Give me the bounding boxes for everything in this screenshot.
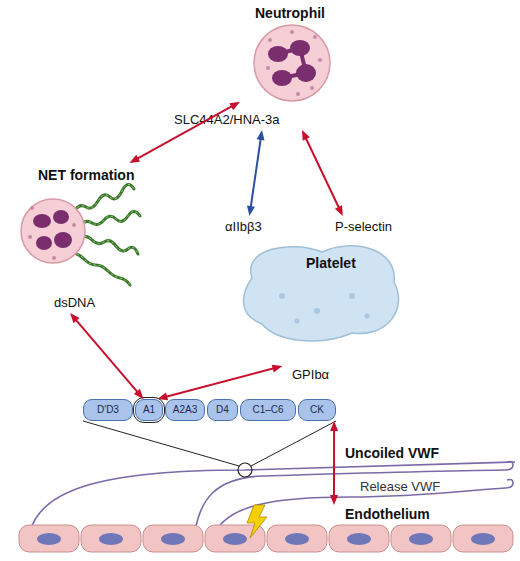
endothelial-cell	[391, 525, 451, 552]
arrow-head	[229, 102, 240, 110]
cell-nucleus	[99, 533, 123, 545]
molecule-label: dsDNA	[54, 296, 95, 310]
nucleus	[268, 40, 316, 86]
domain-label: C1–C6	[241, 400, 295, 420]
zoom-circle	[238, 463, 252, 477]
arrow-head	[134, 389, 144, 399]
nucleus	[33, 210, 72, 250]
arrow-shaft	[305, 137, 339, 209]
domain-label: CK	[299, 400, 335, 420]
domain-box: D4	[207, 399, 238, 421]
domain-box: D′D3	[83, 399, 133, 421]
arrow-shaft	[136, 106, 233, 159]
cell-node: αIIbβ3P-selectinPlateletGPIbα	[222, 216, 405, 366]
cell-nucleus	[223, 533, 247, 545]
platelet-body	[243, 246, 398, 341]
cell-nucleus	[409, 533, 433, 545]
annotation-heading: Uncoiled VWF	[345, 446, 439, 461]
arrow-shaft	[333, 429, 335, 497]
interaction-arrow	[70, 313, 143, 399]
cell-heading: Platelet	[306, 256, 356, 271]
receptor-label: P-selectin	[335, 220, 392, 234]
platelet-granules	[279, 293, 370, 324]
arrow-head	[335, 205, 343, 216]
net-cell	[8, 163, 140, 313]
domain-label: A2A3	[166, 400, 204, 420]
endothelial-cell	[329, 525, 389, 552]
granules	[266, 30, 322, 96]
arrow-head	[302, 130, 310, 141]
arrow-shaft	[75, 319, 138, 393]
cell-heading: Neutrophil	[240, 6, 340, 21]
domain-label: D′D3	[84, 400, 132, 420]
cell-body	[21, 199, 85, 263]
arrow-head	[70, 313, 80, 323]
zoom-line	[83, 421, 239, 466]
layer-heading: Endothelium	[345, 507, 430, 522]
domain-box: A2A3	[165, 399, 205, 421]
arrow-head	[330, 495, 338, 505]
process-heading: NET formation	[38, 168, 134, 183]
granules	[28, 206, 76, 260]
interaction-arrow	[302, 130, 343, 216]
arrow-head	[157, 393, 168, 401]
domain-label: A1	[136, 400, 162, 420]
cell-nucleus	[471, 533, 495, 545]
cell-nucleus	[161, 533, 185, 545]
endothelial-cell	[143, 525, 203, 552]
endothelial-cell	[81, 525, 141, 552]
annotation-label: Release VWF	[360, 480, 440, 494]
vwf-strand	[30, 462, 515, 532]
endothelium-layer	[18, 505, 515, 555]
arrow-shaft	[251, 138, 261, 208]
cell-node: NeutrophilSLC44A2/HNA-3a	[240, 2, 340, 130]
arrow-head	[257, 130, 265, 140]
receptor-label: SLC44A2/HNA-3a	[174, 113, 280, 127]
interaction-arrow	[129, 102, 240, 163]
cell-body	[254, 25, 330, 101]
receptor-label: αIIbβ3	[225, 220, 262, 234]
arrow-head	[272, 365, 283, 373]
cell-nucleus	[347, 533, 371, 545]
vwf-strand	[195, 461, 513, 532]
interaction-arrow	[247, 130, 265, 216]
injury-bolt	[247, 505, 267, 538]
cell-node: Endothelium	[18, 505, 515, 555]
cell-nucleus	[37, 533, 61, 545]
arrow-head	[247, 206, 255, 216]
interaction-arrow	[157, 365, 282, 401]
endothelial-cell	[453, 525, 513, 552]
receptor-label: GPIbα	[292, 368, 329, 382]
domain-label: D4	[208, 400, 237, 420]
interaction-arrow	[330, 421, 338, 505]
endothelial-cell	[19, 525, 79, 552]
endothelial-cell	[267, 525, 327, 552]
zoom-line	[251, 421, 336, 466]
domain-box: A1	[135, 399, 163, 421]
arrow-head	[129, 155, 140, 163]
cell-node: NET formation dsDNA	[8, 163, 140, 313]
domain-box: CK	[298, 399, 336, 421]
neutrophil-cell	[240, 2, 340, 130]
platelet-shape	[222, 216, 405, 366]
cell-nucleus	[285, 533, 309, 545]
domain-box: C1–C6	[240, 399, 296, 421]
arrow-head	[330, 421, 338, 431]
arrow-shaft	[165, 368, 275, 397]
